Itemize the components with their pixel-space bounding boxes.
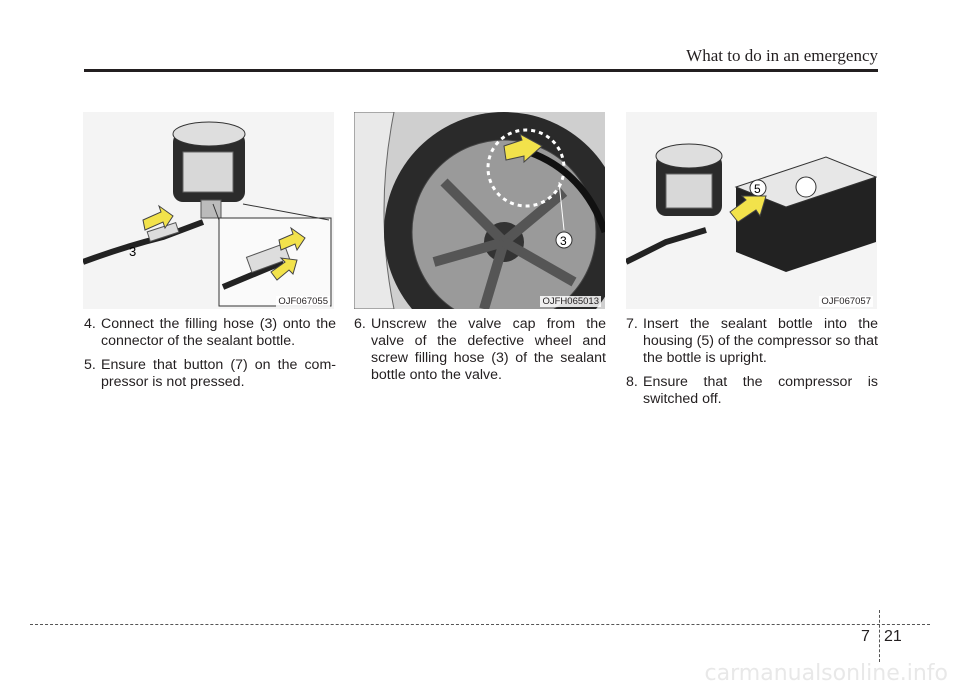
wheel-valve-illustration: 3 (354, 112, 605, 309)
figure-compressor: 5 OJF067057 (626, 112, 877, 309)
figure-code: OJF067057 (819, 296, 873, 307)
column-2: 6.Unscrew the valve cap from the valve o… (354, 316, 606, 391)
page-number: 21 (884, 628, 902, 645)
header-rule (84, 69, 878, 72)
chapter-number: 7 (861, 628, 870, 645)
section-title: What to do in an emergency (686, 46, 878, 65)
step-6: 6.Unscrew the valve cap from the valve o… (354, 316, 606, 383)
sealant-bottle-illustration: 3 (83, 112, 334, 309)
column-3: 7.Insert the sealant bottle into the hou… (626, 316, 878, 415)
footer-rule (30, 624, 930, 625)
compressor-illustration: 5 (626, 112, 877, 309)
step-5: 5.Ensure that button (7) on the com-pres… (84, 357, 336, 390)
step-8: 8.Ensure that the compressor is switched… (626, 374, 878, 407)
figure-code: OJF067055 (276, 296, 330, 307)
step-4: 4.Connect the filling hose (3) onto the … (84, 316, 336, 349)
figure-sealant-bottle: 3 OJF067055 (83, 112, 334, 309)
footer-divider (879, 610, 880, 662)
column-1: 4.Connect the filling hose (3) onto the … (84, 316, 336, 398)
figure-code: OJFH065013 (540, 296, 601, 307)
callout-5: 5 (754, 182, 761, 196)
step-7: 7.Insert the sealant bottle into the hou… (626, 316, 879, 366)
callout-3: 3 (560, 234, 567, 248)
watermark: carmanualsonline.info (704, 661, 948, 686)
figure-wheel-valve: 3 OJFH065013 (354, 112, 605, 309)
callout-3: 3 (129, 244, 136, 259)
